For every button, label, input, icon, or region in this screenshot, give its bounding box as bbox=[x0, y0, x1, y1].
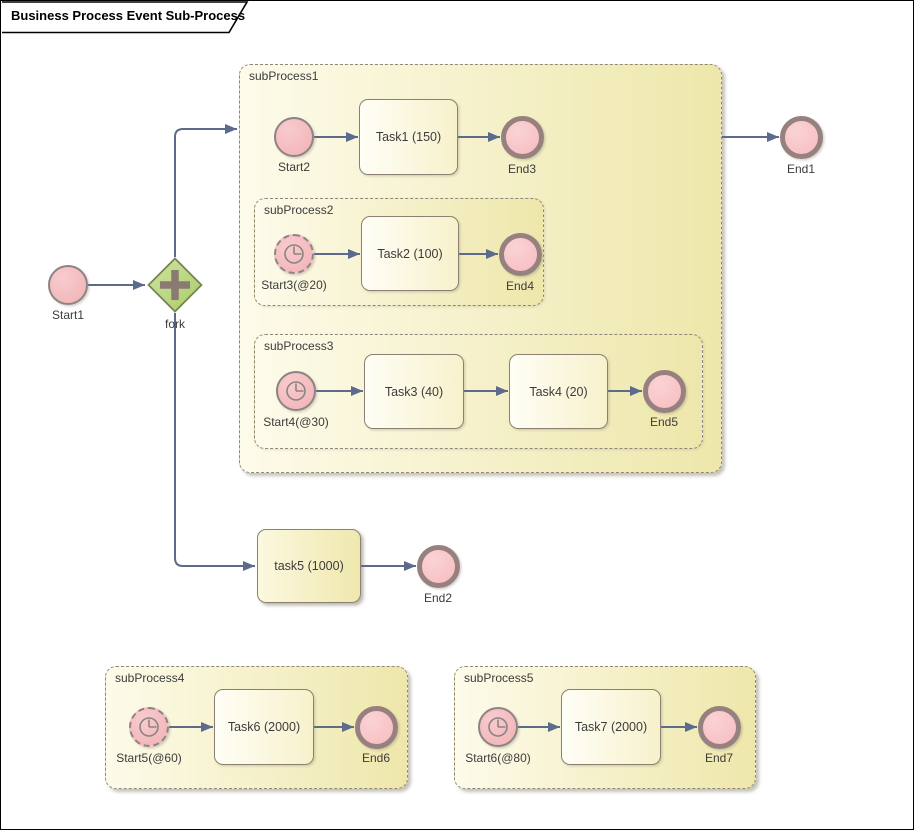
task6-label: Task6 (2000) bbox=[227, 720, 301, 734]
timer-start-event-start5[interactable] bbox=[129, 707, 169, 747]
start4-label: Start4(@30) bbox=[263, 415, 329, 429]
end-event-end2[interactable] bbox=[417, 545, 460, 588]
start5-label: Start5(@60) bbox=[116, 751, 182, 765]
subprocess3-label: subProcess3 bbox=[264, 339, 334, 353]
subprocess5-label: subProcess5 bbox=[464, 671, 534, 685]
task1-box[interactable]: Task1 (150) bbox=[359, 99, 458, 175]
timer-start-event-start6[interactable] bbox=[478, 707, 518, 747]
clock-icon bbox=[488, 717, 508, 737]
start-event-start2[interactable] bbox=[274, 117, 314, 157]
end-event-end1[interactable] bbox=[780, 116, 823, 159]
task3-label: Task3 (40) bbox=[384, 384, 444, 399]
task5-box[interactable]: task5 (1000) bbox=[257, 529, 361, 603]
end4-label: End4 bbox=[505, 279, 535, 293]
start1-label: Start1 bbox=[51, 308, 84, 322]
task6-box[interactable]: Task6 (2000) bbox=[214, 689, 314, 765]
end1-label: End1 bbox=[786, 162, 816, 176]
clock-icon bbox=[284, 244, 304, 264]
task4-label: Task4 (20) bbox=[529, 384, 588, 399]
clock-icon bbox=[286, 381, 306, 401]
subprocess3-container[interactable]: subProcess3 bbox=[254, 334, 703, 449]
start3-label: Start3(@20) bbox=[261, 278, 327, 292]
clock-icon bbox=[139, 717, 159, 737]
end-event-end4[interactable] bbox=[499, 233, 542, 276]
fork-label: fork bbox=[164, 317, 185, 331]
end3-label: End3 bbox=[507, 162, 537, 176]
end-event-end3[interactable] bbox=[501, 116, 544, 159]
end7-label: End7 bbox=[704, 751, 734, 765]
task7-label: Task7 (2000) bbox=[574, 720, 648, 734]
subprocess1-label: subProcess1 bbox=[249, 69, 319, 83]
end-event-end5[interactable] bbox=[643, 370, 686, 413]
flow-fork-subprocess1[interactable] bbox=[174, 124, 237, 257]
task1-label: Task1 (150) bbox=[375, 130, 442, 144]
task2-box[interactable]: Task2 (100) bbox=[361, 216, 459, 291]
subprocess2-label: subProcess2 bbox=[264, 203, 334, 217]
task4-box[interactable]: Task4 (20) bbox=[509, 354, 608, 429]
task7-box[interactable]: Task7 (2000) bbox=[561, 689, 661, 765]
diagram-title: Business Process Event Sub-Process bbox=[11, 8, 246, 23]
plus-icon bbox=[160, 270, 190, 300]
end5-label: End5 bbox=[649, 415, 679, 429]
end-event-end6[interactable] bbox=[355, 706, 398, 749]
task5-label: task5 (1000) bbox=[274, 559, 344, 573]
subprocess4-label: subProcess4 bbox=[115, 671, 185, 685]
end6-label: End6 bbox=[361, 751, 391, 765]
start2-label: Start2 bbox=[277, 160, 310, 174]
fork-gateway[interactable] bbox=[147, 257, 203, 313]
end-event-end7[interactable] bbox=[698, 706, 741, 749]
timer-start-event-start4[interactable] bbox=[276, 371, 316, 411]
task3-box[interactable]: Task3 (40) bbox=[364, 354, 464, 429]
task2-label: Task2 (100) bbox=[377, 246, 443, 261]
start-event-start1[interactable] bbox=[48, 265, 88, 305]
end2-label: End2 bbox=[423, 591, 453, 605]
start6-label: Start6(@80) bbox=[465, 751, 531, 765]
timer-start-event-start3[interactable] bbox=[274, 234, 314, 274]
